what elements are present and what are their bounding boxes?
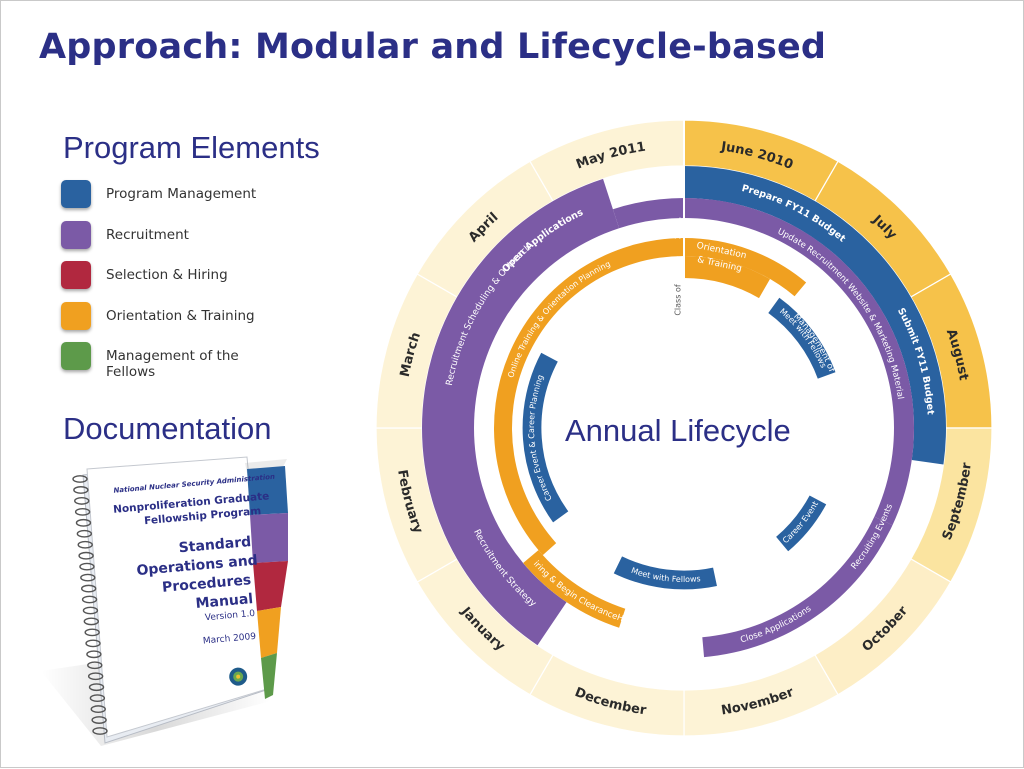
binding-ring [74,497,90,505]
legend-swatch [61,301,91,330]
legend-label: Orientation & Training [106,307,255,324]
binding-ring [83,617,100,626]
binding-ring [79,562,95,571]
binding-ring [73,486,89,494]
manual-tab-orientation [257,607,281,658]
class-year-label: 2012 [674,171,683,193]
manual-title-line: Manual [195,591,254,612]
legend-item-recruitment: Recruitment [61,219,291,260]
binding-ring [76,529,93,538]
binding-ring [72,475,88,483]
manual-version: Version 1.0 [205,609,256,623]
orientation-training-ring [494,238,684,556]
binding-ring [87,661,103,670]
orientation-training-arc-2011 [684,238,807,297]
career-planning-callout [521,351,570,525]
manual-tab-management [261,653,277,699]
binding-ring [82,606,99,615]
class-year-label: 2011 [674,216,683,239]
manual-binding-rings [72,475,108,735]
recruitment-arc-events [702,516,893,658]
meet-fellows-callout-1 [766,296,837,381]
meet-fellows-callout-2 [612,554,719,591]
binding-ring [80,573,96,582]
legend-item-orientation-training: Orientation & Training [61,300,291,341]
program-elements-heading: Program Elements [63,130,320,165]
manual-tab-program-management [247,466,288,515]
binding-ring [90,705,106,713]
recruitment-arc-2012 [612,198,684,229]
lifecycle-rings [375,119,993,737]
program-elements-legend: Program Management Recruitment Selection… [61,178,291,381]
meet-fellows-callout-1-label: Meet with Fellows [778,307,828,370]
legend-label: Recruitment [106,226,189,243]
manual-tab-recruitment [250,513,288,563]
legend-swatch [61,180,91,208]
hq-interviews-label: HQ Interviews [615,613,675,634]
legend-label: Program Management [106,186,257,202]
manual-date: March 2009 [203,632,257,647]
recruitment-arc-update [684,198,914,526]
annual-lifecycle-heading: Annual Lifecycle [565,413,791,448]
binding-ring [77,540,93,549]
binding-ring [88,683,105,692]
orientation-outer-arc [523,550,626,628]
career-event-callout [774,493,828,553]
program-management-arc [684,166,947,465]
legend-item-management-fellows: Management of the Fellows [61,340,291,381]
binding-ring [78,551,94,560]
recruitment-arc-outer [422,178,620,646]
binding-ring [81,595,98,604]
class-of-label: Class of [674,284,683,315]
orientation-2010-arc [684,256,770,299]
manual-title-line: Standard [178,534,252,556]
legend-item-program-management: Program Management [61,178,291,219]
recruiting-events-label: Recruiting Events [849,502,895,571]
binding-ring [74,507,91,516]
binding-ring [80,584,97,593]
class-year-label: 2010 [674,255,683,278]
binding-ring [92,727,108,735]
binding-ring [84,628,100,637]
legend-swatch [61,220,91,249]
binding-ring [75,518,92,527]
documentation-heading: Documentation [63,411,272,446]
binding-ring [89,694,106,703]
legend-swatch [61,261,91,289]
binding-ring [91,716,107,724]
binding-ring [85,639,101,648]
legend-label: Management of the Fellows [106,348,239,380]
binding-ring [86,650,102,659]
legend-swatch [61,342,91,370]
binding-ring [87,672,104,681]
slide-title: Approach: Modular and Lifecycle-based [39,27,827,67]
legend-label: Selection & Hiring [106,267,228,283]
manual-title-line: Procedures [161,572,251,596]
manual-tab-selection [253,561,288,611]
legend-item-selection-hiring: Selection & Hiring [61,259,291,300]
